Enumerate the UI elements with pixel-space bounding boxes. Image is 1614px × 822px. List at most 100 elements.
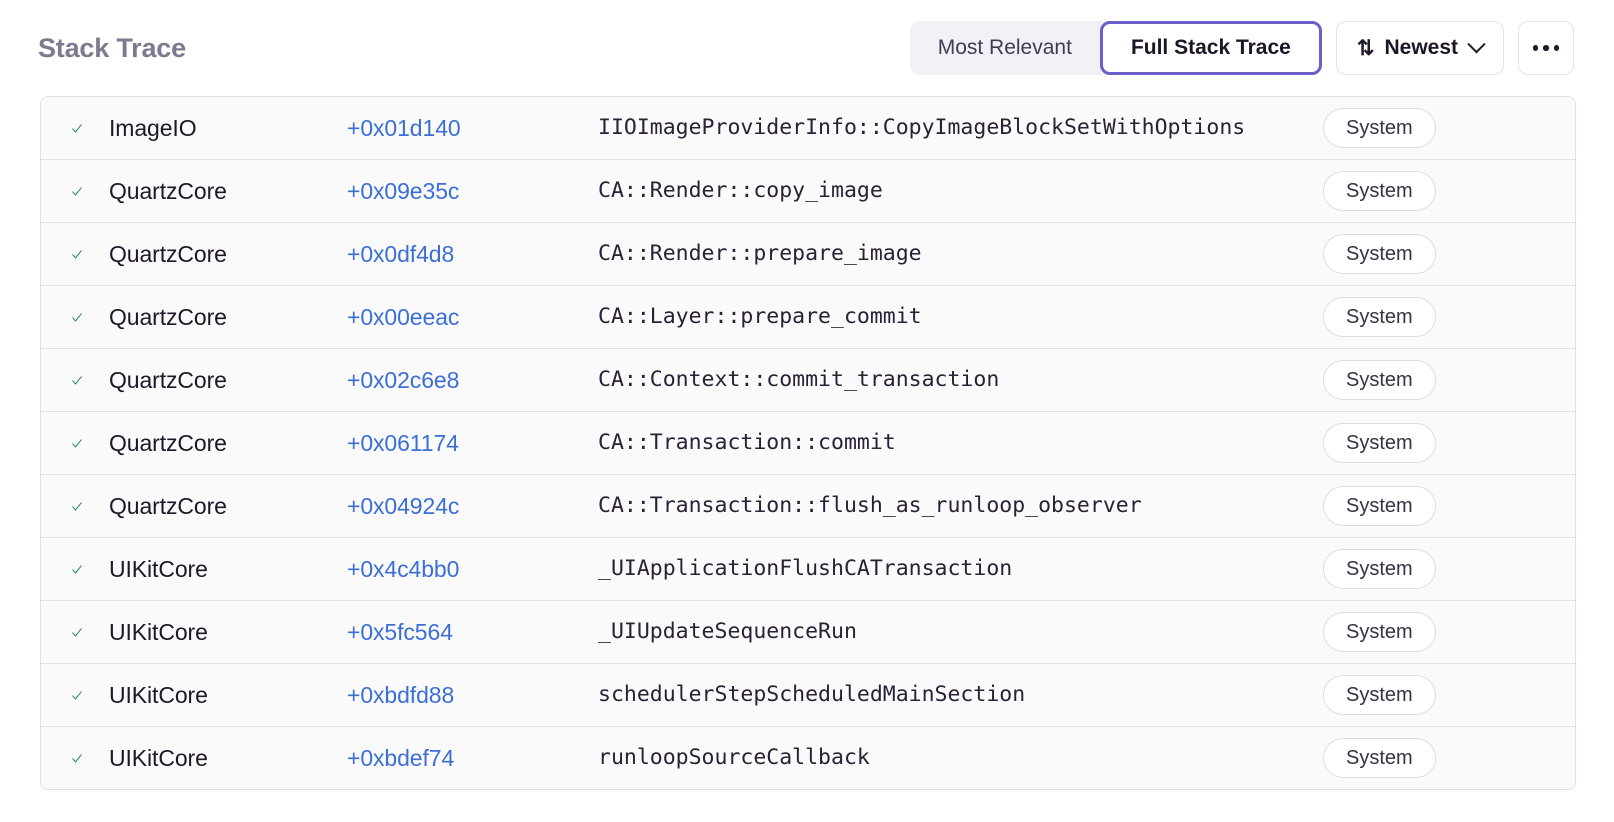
table-row[interactable]: QuartzCore +0x061174 CA::Transaction::comm… bbox=[41, 412, 1575, 475]
frame-module: UIKitCore bbox=[109, 744, 208, 771]
frame-function: CA::Context::commit_transaction bbox=[598, 366, 1000, 392]
frame-badge-cell: System bbox=[1314, 423, 1486, 463]
frame-badge-cell: System bbox=[1314, 297, 1486, 337]
frame-module: QuartzCore bbox=[109, 366, 227, 393]
table-row[interactable]: UIKitCore +0x4c4bb0 _UIApplicationFlushCAT… bbox=[41, 538, 1575, 601]
frame-offset[interactable]: +0x01d140 bbox=[347, 114, 461, 141]
frame-offset[interactable]: +0x4c4bb0 bbox=[347, 555, 460, 582]
frame-offset[interactable]: +0x0df4d8 bbox=[347, 240, 455, 267]
ellipsis-icon bbox=[1543, 45, 1549, 51]
ellipsis-icon bbox=[1553, 45, 1560, 51]
stack-trace-list: ImageIO +0x01d140 IIOImageProviderInfo::Co… bbox=[40, 96, 1576, 790]
frame-function: runloopSourceCallback bbox=[598, 744, 870, 770]
frame-module: QuartzCore bbox=[109, 177, 227, 204]
checkmark-icon bbox=[72, 501, 82, 511]
checkmark-icon bbox=[72, 375, 82, 385]
tab-full-stack-trace[interactable]: Full Stack Trace bbox=[1099, 21, 1322, 75]
frame-status bbox=[41, 306, 83, 329]
frame-function: CA::Render::prepare_image bbox=[598, 240, 922, 266]
status-badge: System bbox=[1323, 675, 1436, 715]
table-row[interactable]: QuartzCore +0x02c6e8 CA::Context::commit_t… bbox=[41, 349, 1575, 412]
frame-module: QuartzCore bbox=[109, 240, 227, 267]
table-row[interactable]: QuartzCore +0x0df4d8 CA::Render::prepare_i… bbox=[41, 223, 1575, 286]
frame-status bbox=[41, 243, 83, 266]
frame-status bbox=[41, 180, 83, 203]
checkmark-icon bbox=[72, 438, 82, 448]
frame-module: QuartzCore bbox=[109, 492, 227, 519]
frame-offset[interactable]: +0x061174 bbox=[347, 429, 459, 456]
frame-module: UIKitCore bbox=[109, 555, 208, 582]
checkmark-icon bbox=[72, 564, 82, 574]
frame-status bbox=[41, 117, 83, 140]
status-badge: System bbox=[1323, 234, 1436, 274]
checkmark-icon bbox=[72, 690, 82, 700]
status-badge: System bbox=[1323, 423, 1436, 463]
frame-function: _UIApplicationFlushCATransaction bbox=[598, 555, 1013, 581]
frame-badge-cell: System bbox=[1314, 486, 1486, 526]
frame-offset[interactable]: +0x02c6e8 bbox=[347, 366, 460, 393]
table-row[interactable]: QuartzCore +0x04924c CA::Transaction::flus… bbox=[41, 475, 1575, 538]
view-toggle-group: Most Relevant Full Stack Trace bbox=[909, 21, 1322, 75]
more-options-button[interactable] bbox=[1518, 21, 1574, 75]
frame-offset[interactable]: +0x00eeac bbox=[347, 303, 460, 330]
status-badge: System bbox=[1323, 360, 1436, 400]
panel-header: Stack Trace Most Relevant Full Stack Tra… bbox=[0, 0, 1614, 96]
frame-offset[interactable]: +0x09e35c bbox=[347, 177, 460, 204]
frame-module: UIKitCore bbox=[109, 681, 208, 708]
header-controls: Most Relevant Full Stack Trace ⇅ Newest bbox=[909, 21, 1574, 75]
frame-status bbox=[41, 495, 83, 518]
frame-module: QuartzCore bbox=[109, 429, 227, 456]
frame-module: QuartzCore bbox=[109, 303, 227, 330]
frame-module: UIKitCore bbox=[109, 618, 208, 645]
frame-badge-cell: System bbox=[1314, 612, 1486, 652]
status-badge: System bbox=[1323, 108, 1436, 148]
checkmark-icon bbox=[72, 123, 82, 133]
frame-status bbox=[41, 621, 83, 644]
frame-module: ImageIO bbox=[109, 114, 197, 141]
frame-badge-cell: System bbox=[1314, 234, 1486, 274]
frame-badge-cell: System bbox=[1314, 360, 1486, 400]
ellipsis-icon bbox=[1532, 45, 1539, 51]
tab-most-relevant[interactable]: Most Relevant bbox=[909, 21, 1106, 75]
frame-badge-cell: System bbox=[1314, 171, 1486, 211]
page-title: Stack Trace bbox=[38, 32, 186, 63]
checkmark-icon bbox=[72, 186, 82, 196]
status-badge: System bbox=[1323, 297, 1436, 337]
chevron-down-icon bbox=[1467, 34, 1486, 53]
status-badge: System bbox=[1323, 612, 1436, 652]
frame-offset[interactable]: +0x5fc564 bbox=[347, 618, 453, 645]
table-row[interactable]: ImageIO +0x01d140 IIOImageProviderInfo::Co… bbox=[41, 97, 1575, 160]
frame-offset[interactable]: +0xbdfd88 bbox=[347, 681, 455, 708]
frame-function: schedulerStepScheduledMainSection bbox=[598, 681, 1026, 707]
checkmark-icon bbox=[72, 627, 82, 637]
checkmark-icon bbox=[72, 249, 82, 259]
frame-status bbox=[41, 684, 83, 707]
checkmark-icon bbox=[72, 312, 82, 322]
frame-function: CA::Transaction::flush_as_runloop_observ… bbox=[598, 492, 1142, 518]
checkmark-icon bbox=[72, 753, 82, 763]
status-badge: System bbox=[1323, 738, 1436, 778]
status-badge: System bbox=[1323, 486, 1436, 526]
status-badge: System bbox=[1323, 171, 1436, 211]
frame-offset[interactable]: +0xbdef74 bbox=[347, 744, 455, 771]
frame-function: CA::Layer::prepare_commit bbox=[598, 303, 922, 329]
status-badge: System bbox=[1323, 549, 1436, 589]
sort-dropdown[interactable]: ⇅ Newest bbox=[1335, 21, 1504, 75]
frame-function: CA::Render::copy_image bbox=[598, 177, 883, 203]
frame-status bbox=[41, 558, 83, 581]
sort-dropdown-label: Newest bbox=[1384, 36, 1458, 59]
frame-function: IIOImageProviderInfo::CopyImageBlockSetW… bbox=[598, 114, 1246, 140]
frame-status bbox=[41, 432, 83, 455]
frame-offset[interactable]: +0x04924c bbox=[347, 492, 460, 519]
table-row[interactable]: QuartzCore +0x00eeac CA::Layer::prepare_co… bbox=[41, 286, 1575, 349]
frame-badge-cell: System bbox=[1314, 738, 1486, 778]
table-row[interactable]: UIKitCore +0x5fc564 _UIUpdateSequenceRun Sy… bbox=[41, 601, 1575, 664]
table-row[interactable]: UIKitCore +0xbdef74 runloopSourceCallback S… bbox=[41, 727, 1575, 789]
table-row[interactable]: UIKitCore +0xbdfd88 schedulerStepScheduled… bbox=[41, 664, 1575, 727]
sort-arrows-icon: ⇅ bbox=[1356, 36, 1375, 60]
frame-function: _UIUpdateSequenceRun bbox=[598, 618, 857, 644]
table-row[interactable]: QuartzCore +0x09e35c CA::Render::copy_imag… bbox=[41, 160, 1575, 223]
frame-function: CA::Transaction::commit bbox=[598, 429, 896, 455]
frame-badge-cell: System bbox=[1314, 108, 1486, 148]
